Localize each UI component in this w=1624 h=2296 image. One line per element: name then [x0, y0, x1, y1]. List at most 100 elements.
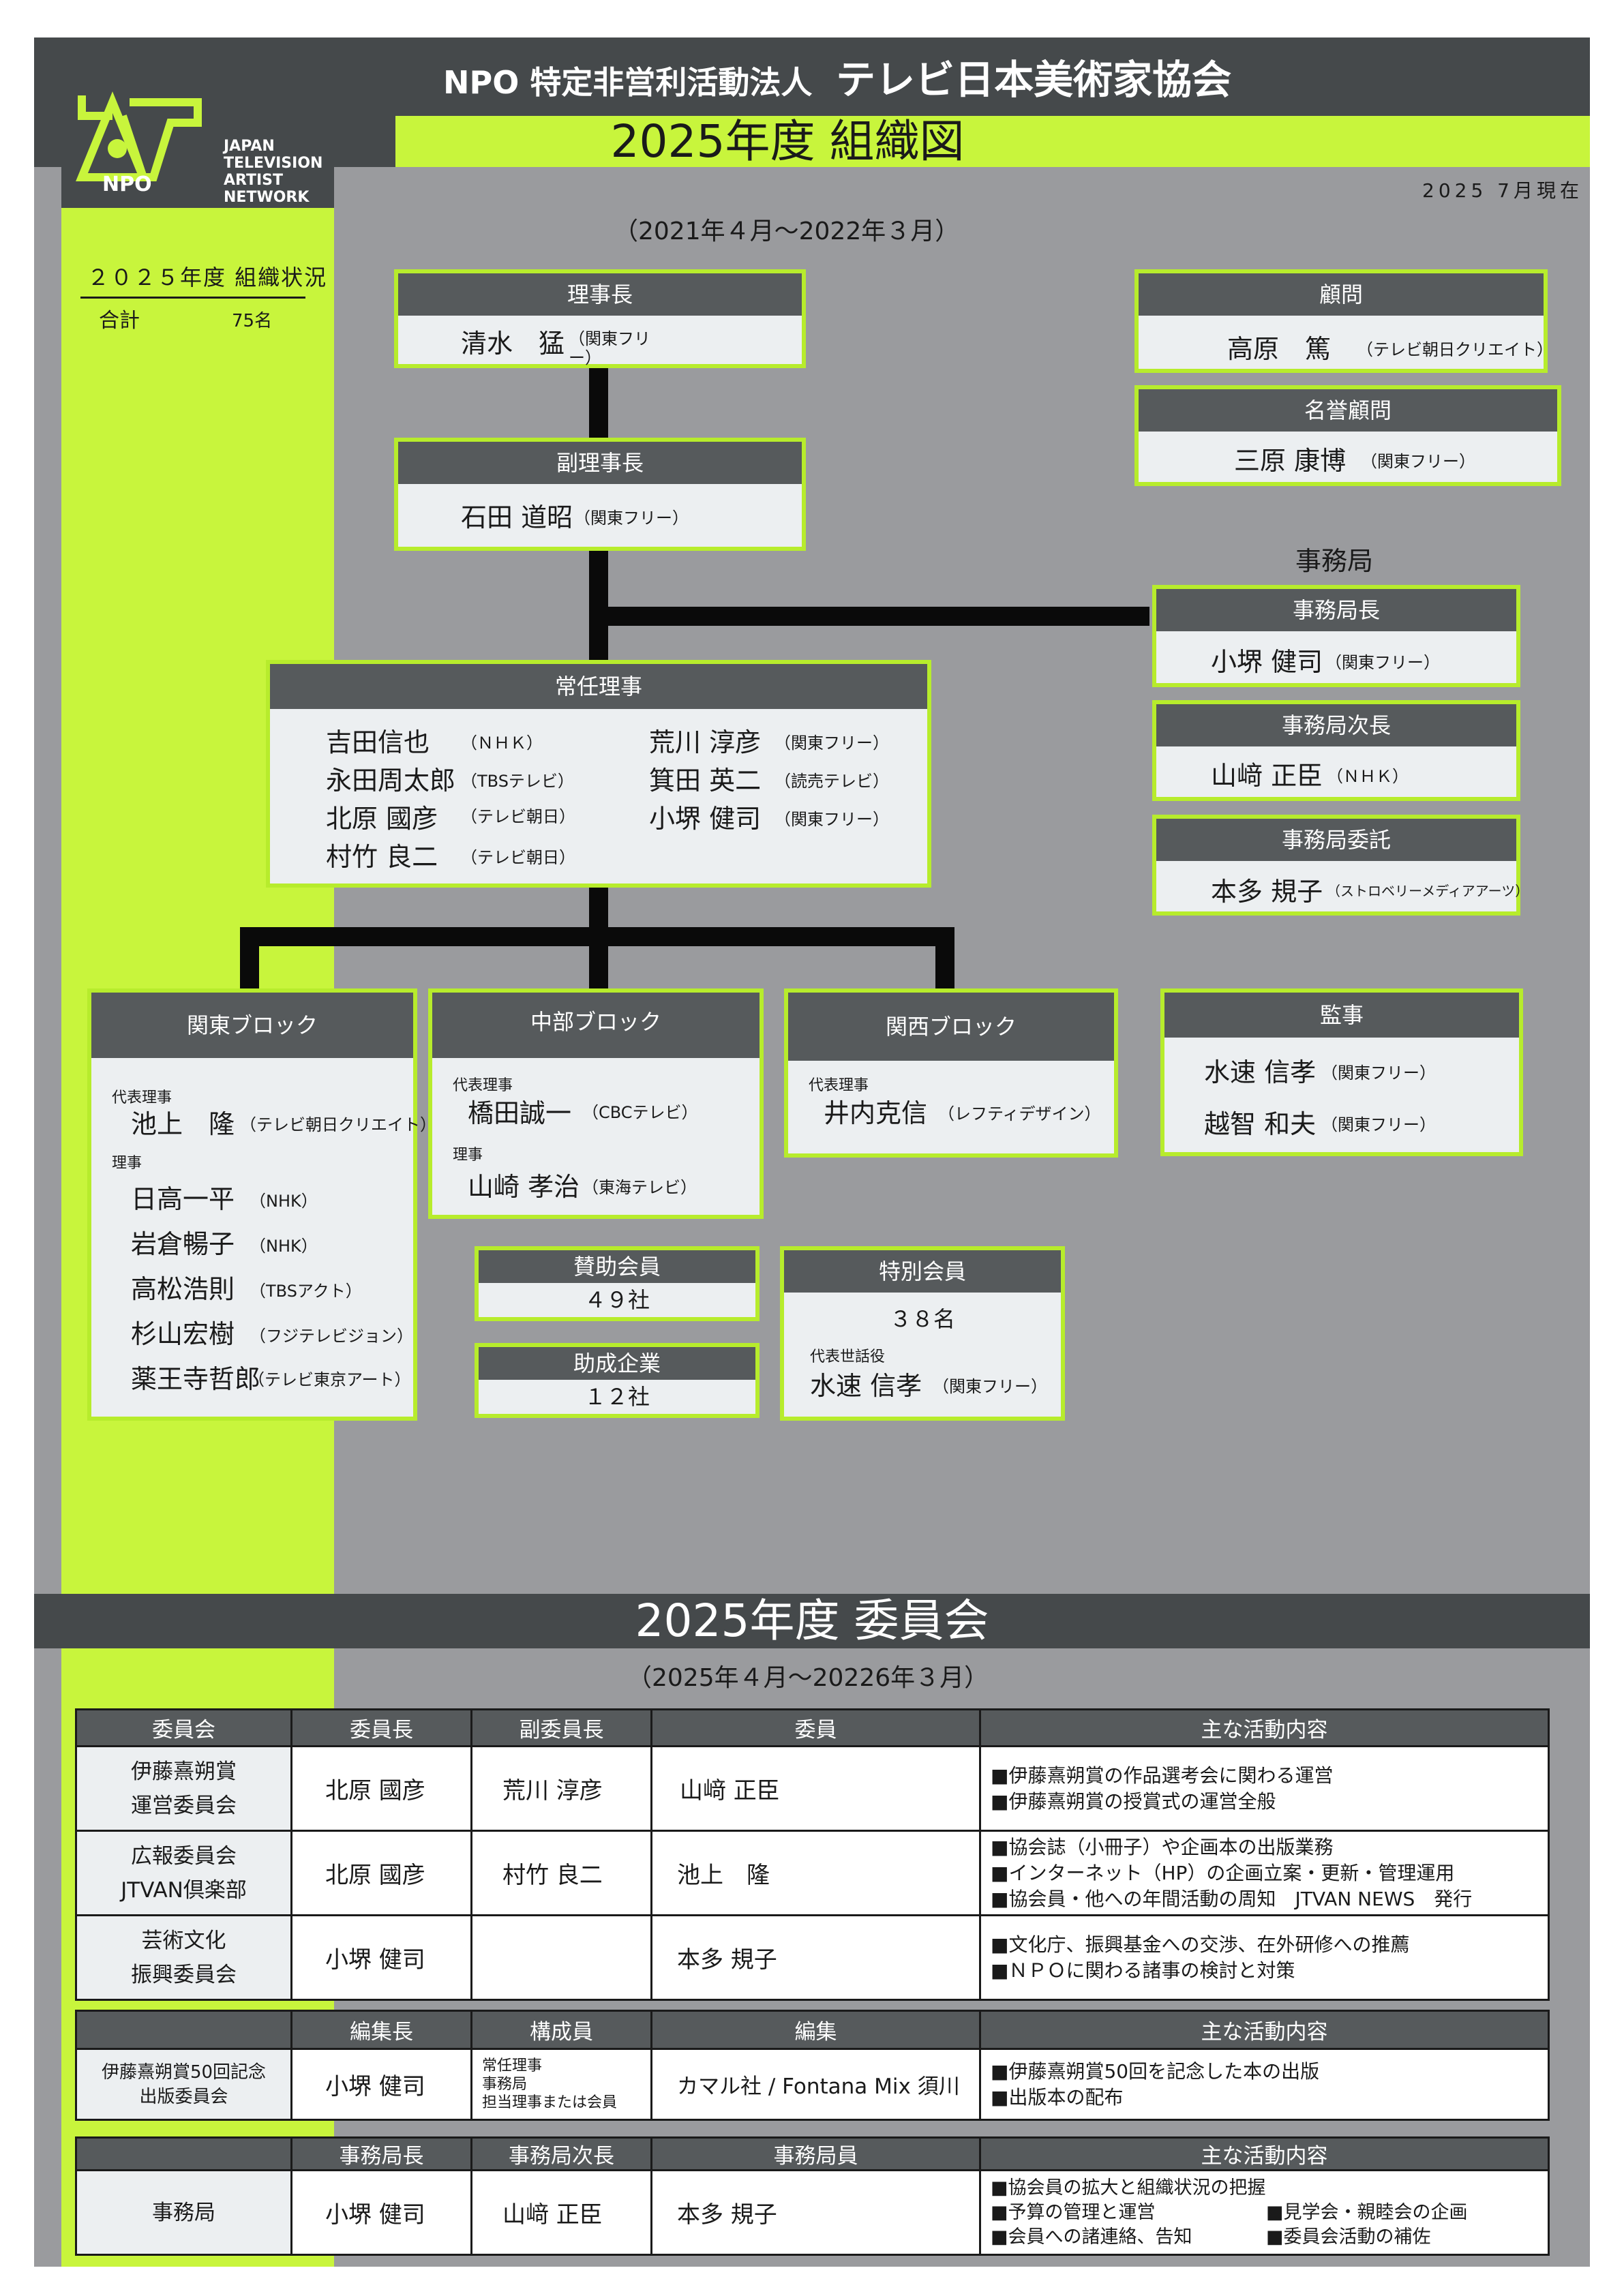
committee-name-3a: 芸術文化 — [141, 1928, 226, 1953]
chubu-rep-name: 橋田誠一 — [468, 1098, 572, 1128]
pub-staff-1: 常任理事 — [482, 2057, 543, 2074]
pub-act-2: ■出版本の配布 — [991, 2085, 1124, 2109]
standing-right-aff-2: （読売テレビ） — [775, 772, 889, 791]
special-rep-affiliation: （関東フリー） — [933, 1377, 1047, 1396]
special-members-value: ３８名 — [889, 1306, 955, 1332]
pub-staff-2: 事務局 — [482, 2076, 528, 2093]
chairman-affiliation: （関東フリー） — [569, 329, 650, 367]
status-total-label: 合計 — [99, 309, 140, 333]
auditor-title: 監事 — [1164, 993, 1519, 1038]
kanto-dir-label: 理事 — [112, 1155, 142, 1172]
special-members-box: 特別会員 ３８名 代表世話役 水速 信孝 （関東フリー） — [780, 1246, 1065, 1421]
kanto-dir-name-2: 岩倉暢子 — [131, 1229, 235, 1259]
kanto-dir-aff-1: （NHK） — [250, 1192, 318, 1211]
advisor-affiliation: （テレビ朝日クリエイト） — [1357, 340, 1553, 359]
advisor-box: 顧問 高原 篤 （テレビ朝日クリエイト） — [1134, 269, 1553, 373]
logo-line-3: ARTIST — [224, 172, 284, 189]
office-table: 事務局長 事務局次長 事務局員 主な活動内容 事務局 小堺 健司 山﨑 正臣 本… — [75, 2136, 1550, 2256]
office-row-deputy: 山﨑 正臣 — [470, 2169, 652, 2256]
committee-vice-1: 荒川 淳彦 — [470, 1745, 652, 1832]
committee-chair-1: 北原 國彦 — [290, 1745, 472, 1832]
office-outsource-name: 本多 規子 — [1211, 877, 1323, 907]
committee-table: 委員会 委員長 副委員長 委員 主な活動内容 伊藤熹朔賞運営委員会 北原 國彦 … — [75, 1708, 1550, 2001]
pub-editor: カマル社 / Fontana Mix 須川 — [650, 2048, 981, 2121]
vice-chairman-title: 副理事長 — [398, 442, 802, 484]
pub-act-1: ■伊藤熹朔賞50回を記念した本の出版 — [991, 2059, 1320, 2083]
chubu-rep-affiliation: （CBCテレビ） — [582, 1103, 698, 1122]
office-act-row-2: ■会員への諸連絡、告知■委員会活動の補佐 — [991, 2225, 1538, 2250]
office-act-row-1: ■予算の管理と運営 ■見学会・親睦会の企画 — [991, 2201, 1538, 2225]
office-deputy-box: 事務局次長 山﨑 正臣 （ＮＨＫ） — [1152, 700, 1520, 801]
jtvan-logo-icon — [76, 91, 202, 181]
kansai-rep-label: 代表理事 — [809, 1077, 869, 1094]
committee-vice-2: 村竹 良二 — [470, 1830, 652, 1916]
vice-chairman-box: 副理事長 石田 道昭 （関東フリー） — [394, 438, 806, 551]
col-members: 委員 — [650, 1708, 981, 1747]
office-row-name: 事務局 — [75, 2169, 292, 2256]
advisor-name: 高原 篤 — [1227, 334, 1332, 364]
col-vice-chair: 副委員長 — [470, 1708, 652, 1747]
logo-line-1: JAPAN — [224, 138, 275, 155]
kanto-rep-label: 代表理事 — [112, 1089, 172, 1106]
kanto-dir-name-3: 高松浩則 — [131, 1274, 235, 1304]
committee-act-3-1: ■文化庁、振興基金への交渉、在外研修への推薦 — [991, 1933, 1410, 1956]
grant-companies-value: １２社 — [584, 1384, 650, 1410]
kanto-block-box: 関東ブロック 代表理事 池上 隆 （テレビ朝日クリエイト） 理事 日高一平 （N… — [87, 988, 436, 1421]
chubu-dir-affiliation: （東海テレビ） — [582, 1178, 697, 1197]
col-committee: 委員会 — [75, 1708, 292, 1747]
committee-chair-2: 北原 國彦 — [290, 1830, 472, 1916]
office-outsource-box: 事務局委託 本多 規子 （ストロベリーメディアアーツ） — [1152, 815, 1529, 916]
vice-chairman-name: 石田 道昭 — [461, 502, 573, 532]
table-row: 伊藤熹朔賞50回記念出版委員会 小堺 健司 常任理事事務局担当理事または会員 カ… — [75, 2048, 1550, 2121]
status-title: ２０２５年度 組織状況 — [87, 265, 328, 290]
table-row: 芸術文化振興委員会 小堺 健司 本多 規子 ■文化庁、振興基金への交渉、在外研修… — [75, 1914, 1550, 2001]
chairman-box: 理事長 清水 猛 （関東フリー） — [394, 269, 806, 368]
office-col-chief: 事務局長 — [290, 2136, 472, 2171]
office-deputy-affiliation: （ＮＨＫ） — [1327, 767, 1409, 786]
standing-left-name-4: 村竹 良二 — [326, 842, 438, 872]
supporting-members-box: 賛助会員 ４９社 — [475, 1246, 760, 1321]
org-prefix: NPO 特定非営利活動法人 — [443, 64, 813, 101]
office-chief-box: 事務局長 小堺 健司 （関東フリー） — [1152, 585, 1520, 687]
standing-left-aff-2: （TBSテレビ） — [461, 772, 574, 791]
chubu-dir-label: 理事 — [453, 1147, 483, 1164]
kanto-dir-aff-2: （NHK） — [250, 1237, 318, 1256]
honorary-advisor-name: 三原 康博 — [1234, 446, 1347, 476]
committee-chair-3: 小堺 健司 — [290, 1914, 472, 2001]
standing-left-aff-1: （ＮＨＫ） — [461, 734, 543, 753]
org-name: テレビ日本美術家協会 — [836, 57, 1232, 103]
kanto-dir-aff-3: （TBSアクト） — [250, 1282, 362, 1301]
kanto-dir-name-1: 日高一平 — [131, 1184, 235, 1214]
auditor-name-2: 越智 和夫 — [1204, 1109, 1317, 1139]
status-total-value: 75名 — [232, 311, 273, 331]
committee-member-2: 池上 隆 — [650, 1830, 981, 1916]
chubu-dir-name: 山崎 孝治 — [468, 1172, 580, 1202]
office-act-full: ■協会員の拡大と組織状況の把握 — [991, 2177, 1266, 2199]
honorary-advisor-affiliation: （関東フリー） — [1361, 452, 1475, 471]
committee-member-1: 山﨑 正臣 — [650, 1745, 981, 1832]
chairman-name: 清水 猛 — [461, 329, 565, 359]
office-act-left-1: ■予算の管理と運営 — [991, 2201, 1156, 2223]
logo-panel: NPO JAPAN TELEVISION ARTIST NETWORK — [61, 61, 334, 208]
standing-left-name-3: 北原 國彦 — [326, 804, 438, 834]
col-chair: 委員長 — [290, 1708, 472, 1747]
office-chief-name: 小堺 健司 — [1211, 647, 1323, 677]
auditor-name-1: 水速 信孝 — [1204, 1057, 1317, 1087]
kansai-block-title: 関西ブロック — [788, 993, 1114, 1061]
office-act-right-1: ■見学会・親睦会の企画 — [1266, 2201, 1468, 2223]
committee-act-2-2: ■インターネット（HP）の企画立案・更新・管理運用 — [991, 1861, 1455, 1884]
date-note: 2025 7月現在 — [1422, 179, 1583, 202]
connector-blocks-horizontal — [240, 927, 954, 946]
committee-title: 2025年度 委員会 — [635, 1595, 989, 1647]
chairman-title: 理事長 — [398, 273, 802, 316]
committee-title-bar — [34, 1594, 1590, 1648]
pub-staff-3: 担当理事または会員 — [482, 2094, 618, 2111]
supporting-members-value: ４９社 — [584, 1287, 650, 1313]
pub-name-a: 伊藤熹朔賞50回記念 — [101, 2061, 267, 2083]
pub-col-activities: 主な活動内容 — [979, 2010, 1550, 2050]
grant-companies-box: 助成企業 １２社 — [475, 1343, 760, 1418]
pub-col-chief: 編集長 — [290, 2010, 472, 2050]
kansai-block-box: 関西ブロック 代表理事 井内克信 （レフティデザイン） — [784, 988, 1118, 1158]
publication-table: 編集長 構成員 編集 主な活動内容 伊藤熹朔賞50回記念出版委員会 小堺 健司 … — [75, 2010, 1550, 2121]
kansai-rep-name: 井内克信 — [824, 1098, 928, 1128]
